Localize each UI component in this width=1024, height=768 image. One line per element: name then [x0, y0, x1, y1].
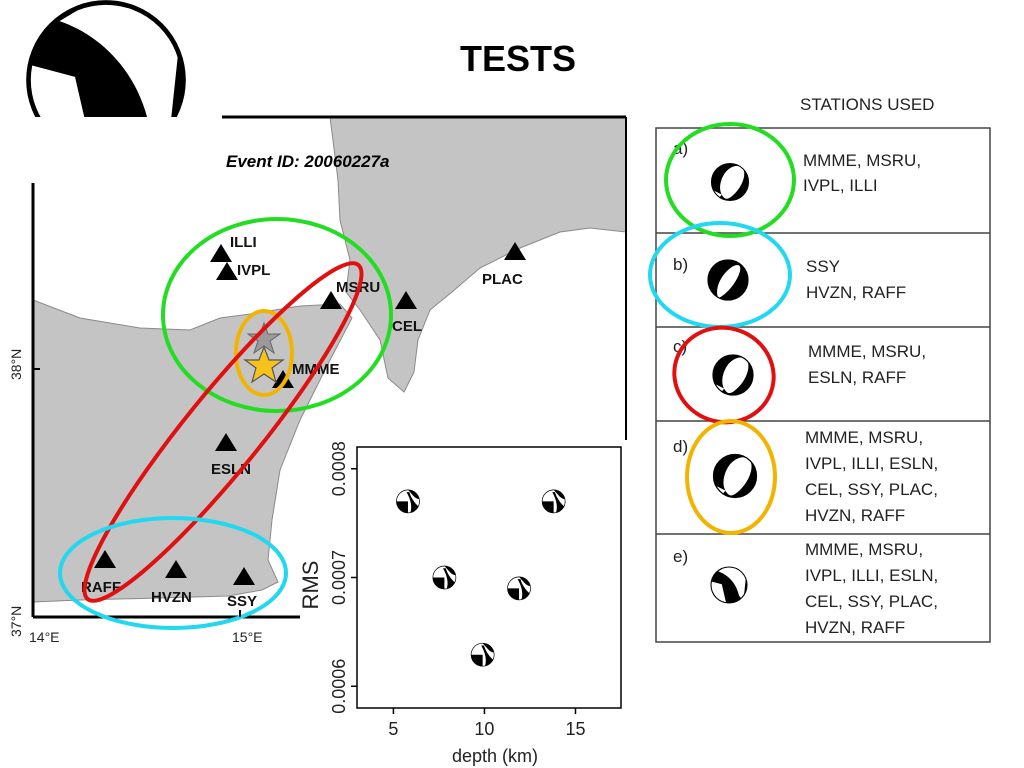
chart-xlabel: depth (km) — [452, 746, 538, 766]
epicenter-star-icon — [243, 345, 285, 384]
ellipse-cyan — [58, 516, 288, 630]
table-row: a) MMME, MSRU, IVPL, ILLI — [664, 122, 921, 238]
station-label-ivpl: IVPL — [237, 262, 270, 279]
x-tick-label: 15 — [565, 719, 585, 739]
station-marker-ivpl — [216, 262, 238, 280]
station-label-illi: ILLI — [230, 234, 257, 251]
station-marker-ssy — [233, 567, 255, 585]
row-c-line-1: MMME, MSRU, — [808, 342, 926, 361]
focal-mechanism-b-icon — [708, 260, 748, 300]
table-row: e) MMME, MSRU, IVPL, ILLI, ESLN, CEL, SS… — [673, 540, 938, 637]
rms-depth-chart: 5 10 15 0.0006 0.0007 0.0008 depth (km) RMS — [298, 440, 626, 766]
figure-title: TESTS — [460, 38, 576, 79]
row-c-highlight — [672, 325, 776, 425]
station-label-raff: RAFF — [81, 579, 121, 596]
station-markers — [94, 242, 526, 585]
station-label-plac: PLAC — [482, 271, 523, 288]
row-d-line-4: HVZN, RAFF — [805, 506, 905, 525]
lon-tick-14: 14°E — [29, 629, 60, 645]
station-map: Event ID: 20060227a ILLI IVPL MSRU CEL P… — [8, 115, 627, 645]
row-b-line-1: SSY — [806, 257, 840, 276]
stations-used-table: STATIONS USED a) MMME, MSRU, IVPL, ILLI … — [648, 95, 991, 643]
station-label-hvzn: HVZN — [151, 589, 192, 606]
focal-mechanism-point-icon — [433, 566, 456, 589]
x-tick-label: 10 — [474, 719, 494, 739]
focal-mechanism-e-icon — [711, 567, 747, 603]
station-marker-raff — [94, 550, 116, 568]
stations-table-header: STATIONS USED — [800, 95, 934, 114]
station-marker-msru — [320, 291, 342, 309]
ellipse-orange — [234, 309, 294, 397]
focal-mechanism-point-icon — [396, 490, 419, 513]
station-label-esln: ESLN — [211, 461, 251, 478]
focal-mechanism-point-icon — [471, 643, 494, 666]
row-d-line-3: CEL, SSY, PLAC, — [805, 480, 938, 499]
row-a-line-1: MMME, MSRU, — [803, 151, 921, 170]
chart-ylabel: RMS — [298, 561, 323, 610]
chart-plot-area — [356, 446, 622, 709]
lat-tick-38: 38°N — [8, 349, 24, 380]
row-d-line-2: IVPL, ILLI, ESLN, — [805, 454, 938, 473]
chart-ticks: 5 10 15 0.0006 0.0007 0.0008 — [329, 441, 585, 739]
station-marker-plac — [504, 242, 526, 260]
lat-tick-37: 37°N — [8, 606, 24, 637]
row-label-a: a) — [673, 139, 688, 158]
ellipse-green — [161, 217, 393, 413]
row-e-line-2: IVPL, ILLI, ESLN, — [805, 566, 938, 585]
focal-mechanism-point-icon — [508, 577, 531, 600]
focal-mechanism-point-icon — [542, 490, 565, 513]
row-e-line-4: HVZN, RAFF — [805, 618, 905, 637]
station-label-cel: CEL — [392, 318, 422, 335]
y-tick-label: 0.0008 — [329, 441, 349, 496]
focal-mechanism-c-icon — [713, 355, 753, 395]
table-row: c) MMME, MSRU, ESLN, RAFF — [672, 325, 926, 425]
ellipse-red — [82, 261, 364, 603]
row-b-line-2: HVZN, RAFF — [806, 283, 906, 302]
y-tick-label: 0.0006 — [329, 659, 349, 714]
event-id-label: Event ID: 20060227a — [226, 152, 390, 171]
row-label-c: c) — [673, 337, 687, 356]
focal-mechanism-a-icon — [712, 164, 749, 201]
row-label-b: b) — [673, 255, 688, 274]
station-label-ssy: SSY — [227, 593, 257, 610]
station-marker-mmme — [272, 370, 294, 388]
row-a-line-2: IVPL, ILLI — [803, 176, 878, 195]
table-row: d) MMME, MSRU, IVPL, ILLI, ESLN, CEL, SS… — [673, 419, 938, 535]
row-d-highlight — [685, 419, 777, 535]
station-marker-esln — [215, 433, 237, 451]
row-c-line-2: ESLN, RAFF — [808, 368, 906, 387]
station-marker-hvzn — [165, 560, 187, 578]
focal-mechanism-d-icon — [714, 455, 757, 498]
y-tick-label: 0.0007 — [329, 550, 349, 605]
row-e-line-3: CEL, SSY, PLAC, — [805, 592, 938, 611]
row-d-line-1: MMME, MSRU, — [805, 428, 923, 447]
lon-tick-15: 15°E — [232, 629, 263, 645]
row-label-e: e) — [673, 547, 688, 566]
row-label-d: d) — [673, 437, 688, 456]
x-tick-label: 5 — [388, 719, 398, 739]
station-marker-illi — [210, 244, 232, 262]
row-e-line-1: MMME, MSRU, — [805, 540, 923, 559]
station-marker-cel — [395, 291, 417, 309]
row-a-highlight — [664, 122, 796, 238]
